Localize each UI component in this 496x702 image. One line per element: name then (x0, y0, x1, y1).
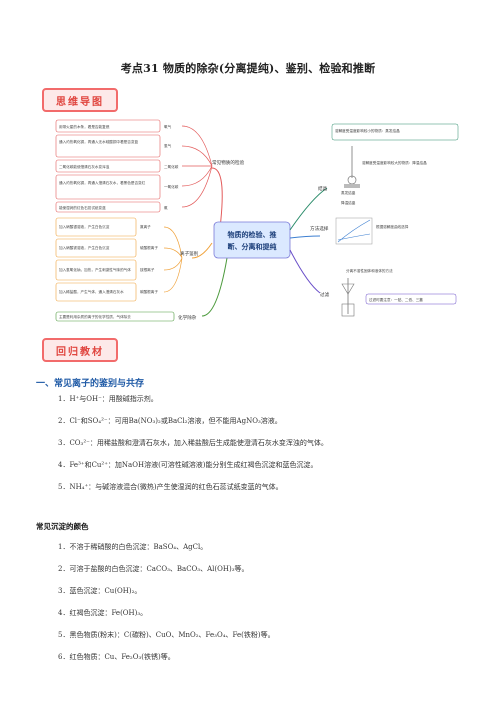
center-node: 物质的检验、推 断、分离和提纯 (213, 221, 291, 259)
ion-leaf-4: 加入稀盐酸，产生气体，通入澄清石灰水 (59, 289, 124, 294)
review-tag: 回归教材 (42, 338, 118, 362)
filter-leaf-2: 过滤时要注意：一贴、二低、三靠 (369, 297, 423, 302)
center-line-1: 物质的检验、推 (228, 230, 277, 239)
ion-tag-4: 碳酸根离子 (140, 289, 158, 294)
ion-leaf-2: 加入硝酸钡溶液，产生白色沉淀 (59, 245, 110, 250)
ion-leaf-1: 加入硝酸银溶液，产生白色沉淀 (59, 224, 110, 229)
center-line-2: 断、分离和提纯 (228, 242, 277, 251)
section1-line-2: 2．Cl⁻和SO₄²⁻：可用Ba(NO₃)₂或BaCl₂溶液，但不能用AgNO₃… (58, 417, 282, 425)
gas-leaf-2: 通入灼热氧化铜，再通入无水硫酸铜中看是否变蓝 (59, 139, 138, 144)
section2-line-4: 4．红褐色沉淀：Fe(OH)₃。 (58, 609, 148, 617)
branch-ion-check: 离子鉴别 (180, 250, 199, 257)
section1-line-5: 5．NH₄⁺：与碱溶液混合(微热)产生使湿润的红色石蕊试纸变蓝的气体。 (58, 483, 283, 491)
crystal-leaf-3: 蒸发结晶 (341, 190, 356, 195)
section2-line-1: 1．不溶于稀硝酸的白色沉淀：BaSO₄、AgCl。 (58, 543, 208, 551)
gas-leaf-3: 二氧化碳能使澄清石灰水变浑浊 (59, 164, 110, 169)
gas-leaf-5: 能使湿润的红色石蕊试纸变蓝 (59, 205, 106, 210)
page-title: 考点31 物质的除杂(分离提纯)、鉴别、检验和推断 (120, 62, 376, 75)
gas-tag-2: 氢气 (164, 143, 172, 148)
section1-line-1: 1．H⁺与OH⁻：用酸碱指示剂。 (58, 395, 158, 403)
filter-leaf-1: 分离不溶性固体和液体的方法 (346, 268, 393, 273)
section2-line-2: 2．可溶于盐酸的白色沉淀：CaCO₃、BaCO₃、Al(OH)₃等。 (58, 565, 249, 573)
ion-tag-2: 硫酸根离子 (140, 245, 158, 250)
gas-check-group: 用带火星的木条，看是否能复燃 氧气 通入灼热氧化铜，再通入无水硫酸铜中看是否变蓝… (55, 119, 245, 229)
chem-remove-group: 主要是利用杂质的离子的化学性质，气体除去 化学除杂 (55, 257, 228, 322)
filter-group: 过滤 分离不溶性固体和液体的方法 过滤时要注意：一贴、二低、三靠 (289, 249, 457, 317)
crystal-leaf-2: 溶解度受温度影响较大的物质：降温结晶 (362, 160, 427, 165)
section1-heading: 一、常见离子的鉴别与共存 (36, 379, 145, 389)
section2-line-5: 5．黑色物质(粉末)：C(碳粉)、CuO、MnO₂、Fe₃O₄、Fe(铁粉)等。 (58, 631, 275, 639)
branch-gas-check: 常见物质的检验 (212, 159, 245, 166)
chem-leaf: 主要是利用杂质的离子的化学性质，气体除去 (59, 314, 131, 319)
crystal-leaf-4: 降温结晶 (341, 200, 356, 205)
branch-method: 方法选择 (310, 225, 329, 232)
crystal-group: 结晶 溶解度受温度影响较小的物质：蒸发结晶 溶解度受温度影响较大的物质：降温结晶… (289, 123, 459, 231)
section2-line-3: 3．蓝色沉淀：Cu(OH)₂。 (58, 587, 142, 595)
method-group: 方法选择 根据溶解度曲线选择 (289, 217, 409, 245)
gas-tag-5: 氨 (164, 205, 168, 210)
ion-check-group: 加入硝酸银溶液，产生白色沉淀 氯离子 加入硝酸钡溶液，产生白色沉淀 硫酸根离子 … (55, 217, 213, 302)
method-leaf: 根据溶解度曲线选择 (376, 224, 409, 229)
gas-tag-1: 氧气 (164, 124, 172, 129)
gas-leaf-4: 通入灼热氧化铜，再通入澄清石灰水，看黑色是否变红 (59, 180, 146, 185)
branch-filter: 过滤 (320, 291, 330, 298)
section2-line-6: 6．红色物质：Cu、Fe₂O₃(铁锈)等。 (58, 653, 175, 661)
section2-heading: 常见沉淀的颜色 (36, 522, 89, 531)
ion-tag-3: 铵根离子 (140, 267, 155, 272)
section1-line-3: 3．CO₃²⁻：用稀盐酸和澄清石灰水，加入稀盐酸后生成能使澄清石灰水变浑浊的气体… (58, 439, 328, 447)
branch-crystal: 结晶 (318, 185, 328, 192)
gas-tag-4: 一氧化碳 (164, 184, 179, 189)
branch-chem-remove: 化学除杂 (178, 314, 197, 321)
crystal-leaf-1: 溶解度受温度影响较小的物质：蒸发结晶 (335, 128, 400, 133)
ion-leaf-3: 加入氢氧化钠，加热，产生刺激性气味的气体 (59, 267, 131, 272)
mind-map: 用带火星的木条，看是否能复燃 氧气 通入灼热氧化铜，再通入无水硫酸铜中看是否变蓝… (55, 119, 459, 322)
gas-leaf-1: 用带火星的木条，看是否能复燃 (59, 124, 110, 129)
section1-line-4: 4．Fe³⁺和Cu²⁺：加NaOH溶液(可溶性碱溶液)能分别生成红褐色沉淀和蓝色… (58, 461, 318, 469)
ion-tag-1: 氯离子 (140, 224, 151, 229)
gas-tag-3: 二氧化碳 (164, 164, 179, 169)
mindmap-tag: 思维导图 (42, 88, 118, 112)
